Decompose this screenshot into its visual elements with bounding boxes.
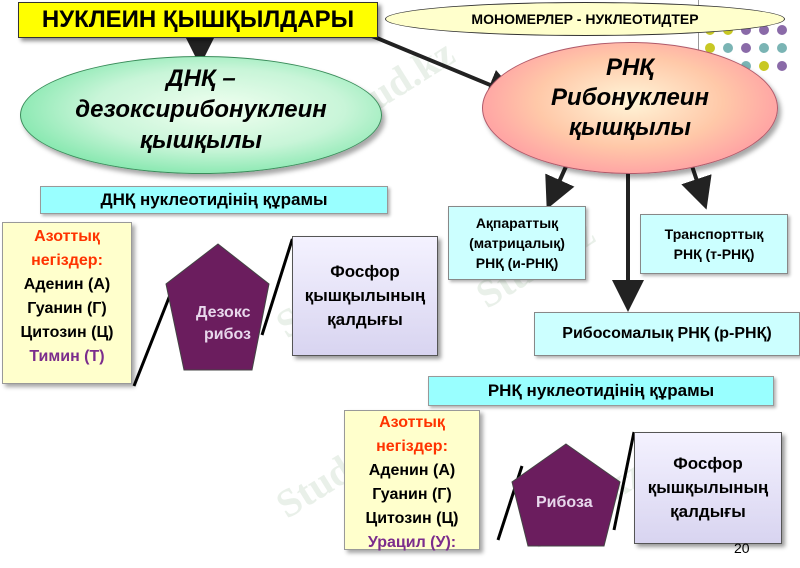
arrow-rnk-to-mrna <box>545 161 575 210</box>
mrna-line1: Ақпараттық <box>475 215 559 231</box>
rnk-base-guanine: Гуанин (Г) <box>372 486 452 503</box>
deoxyribose-line1: Дезокс <box>196 304 251 321</box>
dnk-phosphate-line3: қалдығы <box>327 310 403 329</box>
rnk-line3: қышқылы <box>568 114 692 141</box>
rnk-base-uracil: Урацил (У): <box>367 534 457 551</box>
dnk-base-thymine: Тимин (Т) <box>29 348 105 365</box>
rnk-bases-header2: негіздер: <box>376 438 448 455</box>
trna-box: Транспорттық РНҚ (т-РНҚ) <box>640 214 788 274</box>
deoxyribose-line2: рибоз <box>204 326 252 343</box>
dnk-phosphate-line2: қышқылының <box>304 286 426 305</box>
rnk-ellipse: РНҚ Рибонуклеин қышқылы <box>482 42 778 174</box>
dnk-line1: ДНҚ – <box>166 65 236 92</box>
ribose-pentagon <box>511 443 621 547</box>
rnk-base-cytosine: Цитозин (Ц) <box>365 510 459 527</box>
trna-line1: Транспорттық <box>664 226 764 242</box>
dnk-nucleotide-title: ДНҚ нуклеотидінің құрамы <box>40 186 388 214</box>
rnk-line2: Рибонуклеин <box>551 84 709 111</box>
rnk-base-adenine: Аденин (А) <box>368 462 456 479</box>
dnk-line2: дезоксирибонуклеин <box>75 96 327 123</box>
dnk-base-guanine: Гуанин (Г) <box>27 300 107 317</box>
mrna-line3: РНҚ (и-РНҚ) <box>475 255 559 271</box>
dnk-bases-header1: Азоттық <box>34 228 100 245</box>
dnk-phosphate-line1: Фосфор <box>330 262 400 281</box>
rnk-line1: РНҚ <box>605 54 655 81</box>
deoxyribose-label: Дезокс рибоз <box>186 302 270 352</box>
mrna-line2: (матрицалық) <box>469 235 565 251</box>
dnk-bases-header2: негіздер: <box>31 252 103 269</box>
rnk-phosphate-line1: Фосфор <box>673 454 743 473</box>
deoxyribose-pentagon <box>165 243 270 371</box>
rrna-box: Рибосомалық РНҚ (р-РНҚ) <box>534 312 800 356</box>
decoration-divider <box>698 0 699 76</box>
rnk-phosphate-box: Фосфор қышқылының қалдығы <box>634 432 782 544</box>
mrna-box: Ақпараттық (матрицалық) РНҚ (и-РНҚ) <box>448 206 586 280</box>
rnk-bases-header1: Азоттық <box>379 414 445 431</box>
ribose-label: Рибоза <box>536 494 593 511</box>
page-title: НУКЛЕИН ҚЫШҚЫЛДАРЫ <box>18 2 378 38</box>
rrna-label: Рибосомалық РНҚ (р-РНҚ) <box>562 325 772 342</box>
page-number: 20 <box>734 540 750 556</box>
dnk-ellipse: ДНҚ – дезоксирибонуклеин қышқылы <box>20 56 382 174</box>
dnk-base-cytosine: Цитозин (Ц) <box>20 324 114 341</box>
rnk-nucleotide-title: РНҚ нуклеотидінің құрамы <box>428 376 774 406</box>
dnk-bases-box: Азоттық негіздер: Аденин (А) Гуанин (Г) … <box>2 222 132 384</box>
dot-grid-decoration <box>705 25 787 71</box>
dnk-phosphate-box: Фосфор қышқылының қалдығы <box>292 236 438 356</box>
rnk-bases-box: Азоттық негіздер: Аденин (А) Гуанин (Г) … <box>344 410 480 551</box>
rnk-backbone-line-2 <box>612 431 636 531</box>
dnk-base-adenine: Аденин (А) <box>23 276 111 293</box>
arrow-title-to-rnk <box>371 34 520 100</box>
trna-line2: РНҚ (т-РНҚ) <box>673 246 755 262</box>
dnk-line3: қышқылы <box>139 127 263 154</box>
monomers-label: МОНОМЕРЛЕР - НУКЛЕОТИДТЕР <box>385 2 785 36</box>
rnk-phosphate-line2: қышқылының <box>647 478 769 497</box>
rnk-phosphate-line3: қалдығы <box>670 502 746 521</box>
